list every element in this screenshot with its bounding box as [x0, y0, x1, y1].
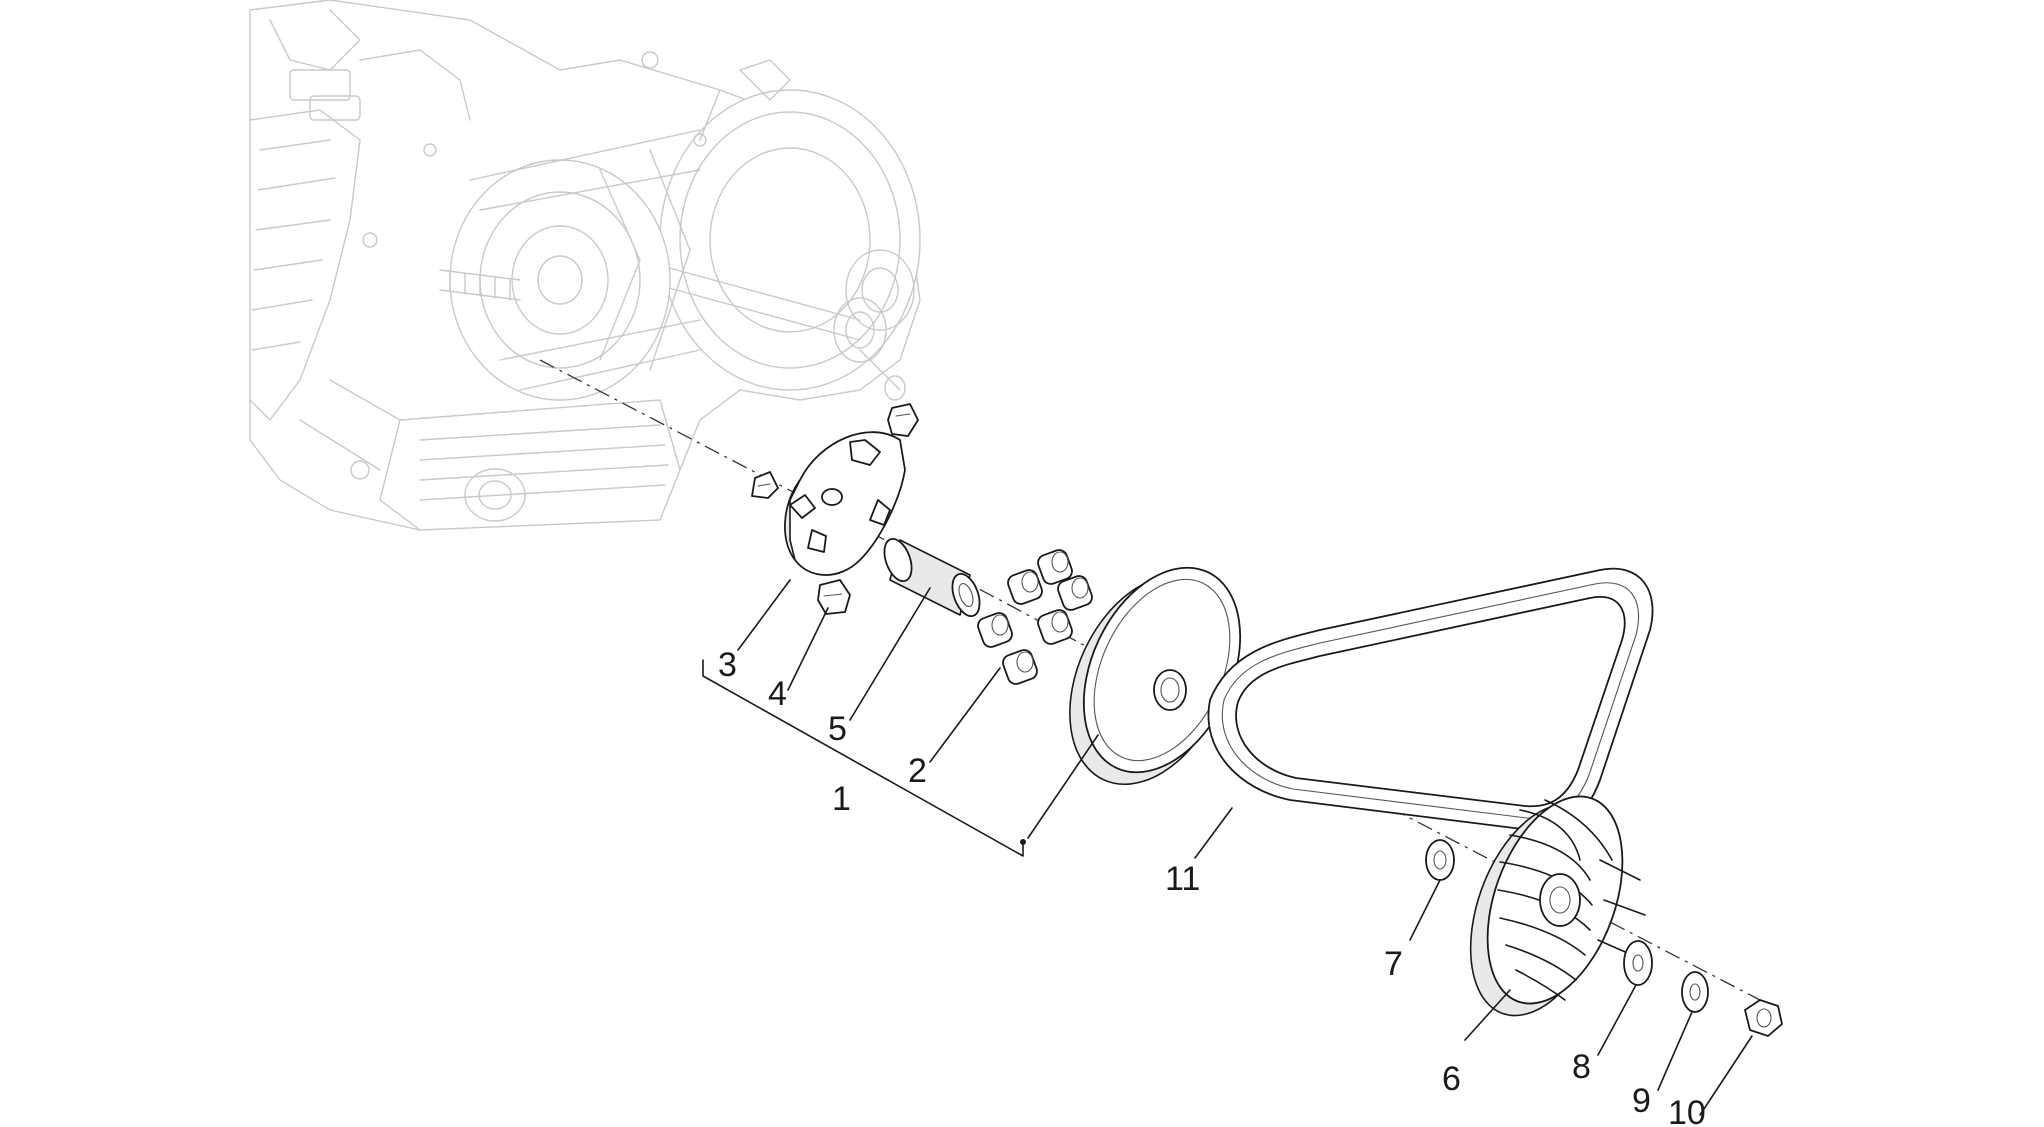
callout-8: 8	[1572, 1048, 1591, 1086]
part-5-bushing	[883, 538, 981, 617]
variator-pulley	[1069, 566, 1242, 786]
callout-9: 9	[1632, 1082, 1651, 1120]
kit-bracket-line	[702, 659, 1024, 857]
callout-6: 6	[1442, 1060, 1461, 1098]
engine-assembly-illustration	[249, 0, 921, 531]
part-slider-top	[887, 403, 919, 437]
bracket-dot	[1020, 839, 1026, 845]
part-10-nut	[1744, 999, 1783, 1037]
callout-7: 7	[1384, 945, 1403, 983]
callout-11: 11	[1165, 860, 1200, 898]
callout-4: 4	[768, 675, 787, 713]
callout-5: 5	[828, 710, 847, 748]
part-9-washer	[1681, 971, 1709, 1013]
part-8-washer	[1623, 940, 1653, 986]
callout-2: 2	[908, 752, 927, 790]
callout-3: 3	[718, 646, 737, 684]
callout-labels: 3 4 5 2 1 11 7 6 8 9 10	[718, 646, 1706, 1127]
part-3-ramp-plate	[784, 431, 906, 576]
part-11-drive-belt	[1207, 567, 1654, 832]
callout-10: 10	[1668, 1094, 1706, 1127]
part-7-washer	[1425, 839, 1455, 881]
part-slider-left	[751, 471, 779, 499]
part-6-fan-impeller	[1469, 795, 1646, 1017]
leader-lines	[737, 579, 1753, 1116]
callout-1: 1	[832, 780, 851, 818]
part-4-slider	[817, 579, 851, 615]
part-2-rollers	[977, 549, 1093, 685]
